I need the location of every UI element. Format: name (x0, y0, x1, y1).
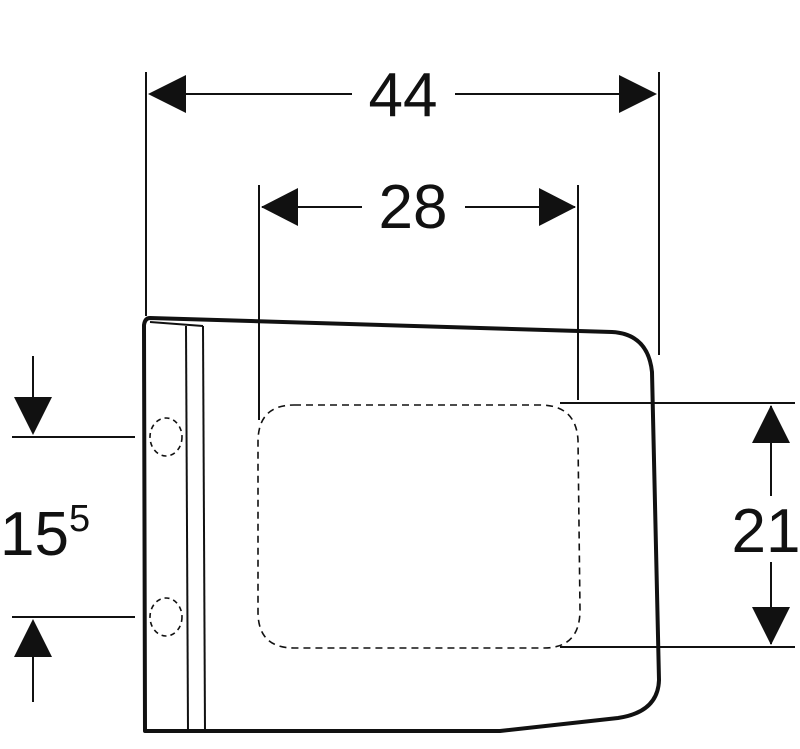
mount-spacing-main: 15 (0, 500, 69, 569)
seat-outline (142, 316, 661, 733)
mount-spacing-superscript: 5 (69, 498, 90, 540)
seat-opening-outline (257, 404, 581, 649)
hinge-bar-edge-inner (202, 325, 206, 732)
arrowhead-left (148, 75, 186, 113)
arrowhead-mount-bottom (14, 619, 52, 657)
arrowhead-height-bottom (752, 607, 790, 645)
dimension-overall-width (145, 72, 660, 355)
mounting-holes (149, 417, 183, 637)
dimension-mount-spacing (12, 356, 135, 702)
mounting-hole-bottom (149, 597, 183, 637)
hinge-bar-edge-outer (185, 325, 189, 732)
mount-spacing-label: 155 (0, 498, 90, 569)
inner-height-label: 21 (732, 497, 800, 566)
arrowhead-inner-left (261, 188, 298, 226)
inner-width-label: 28 (379, 173, 448, 242)
dimension-inner-height (560, 402, 795, 648)
overall-width-label: 44 (369, 61, 438, 130)
arrowhead-right (619, 75, 657, 113)
hinge-bar (149, 321, 206, 732)
arrowhead-inner-right (539, 188, 576, 226)
arrowhead-height-top (752, 405, 790, 443)
hinge-bar-top (149, 321, 204, 327)
mounting-hole-top (149, 417, 183, 457)
arrowhead-mount-top (14, 397, 52, 435)
dimension-inner-width (258, 185, 579, 420)
